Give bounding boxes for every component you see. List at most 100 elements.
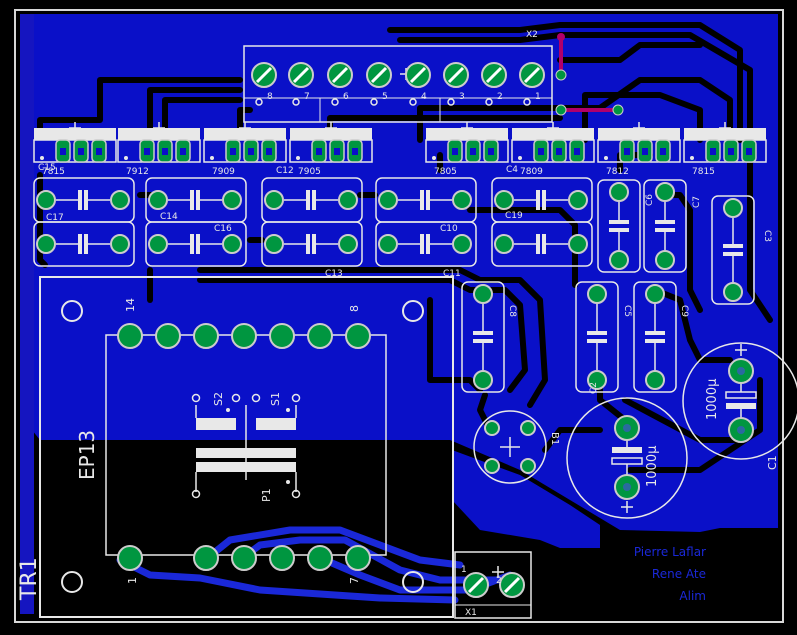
capacitor xyxy=(145,221,247,267)
big-cap-value: 1000µ xyxy=(645,446,660,487)
capacitor-plate xyxy=(723,252,743,256)
regulator-pin-hole xyxy=(624,148,630,155)
capacitor-plate xyxy=(190,190,194,210)
capacitor-plate xyxy=(609,220,629,224)
regulator-pin-hole xyxy=(660,148,666,155)
regulator-pin-hole xyxy=(556,148,562,155)
airwire-end xyxy=(557,33,565,41)
regulator-body xyxy=(511,139,595,163)
transformer-pin xyxy=(345,545,371,571)
regulator-body xyxy=(683,139,767,163)
x2-screw xyxy=(292,66,310,84)
capacitor xyxy=(633,281,677,393)
regulator-pin1-dot xyxy=(40,156,44,160)
transformer-pin xyxy=(155,323,181,349)
capacitor-plate xyxy=(420,234,424,254)
regulator: 7912 xyxy=(117,122,201,177)
copper-pour-lower xyxy=(452,450,600,548)
capacitor-outline xyxy=(261,221,363,267)
regulator-pin-hole xyxy=(470,148,476,155)
capacitor-plate xyxy=(196,234,200,254)
capacitor-outline xyxy=(575,281,619,393)
transformer-pin xyxy=(269,323,295,349)
label-c2: C2 xyxy=(589,382,599,394)
electrolytic-c2 xyxy=(566,397,688,519)
x2-pin-number: 3 xyxy=(459,92,465,102)
x2-screw xyxy=(331,66,349,84)
pin-1-label: 1 xyxy=(126,577,139,584)
capacitor-outline xyxy=(597,179,641,273)
capacitor-pad xyxy=(645,284,665,304)
regulator-label: 7815 xyxy=(42,167,65,177)
regulator-pin-hole xyxy=(248,148,254,155)
connector-x1 xyxy=(454,551,532,619)
regulator-pin-hole xyxy=(162,148,168,155)
capacitor-plate xyxy=(306,234,310,254)
capacitor-pad xyxy=(655,250,675,270)
capacitor-outline xyxy=(461,281,505,393)
regulator: 7812 xyxy=(597,122,681,177)
capacitor-pad xyxy=(723,282,743,302)
capacitor-pad xyxy=(452,234,472,254)
regulator-pin1-dot xyxy=(124,156,128,160)
x2-label: X2 xyxy=(526,30,538,40)
pin-8-label: 8 xyxy=(348,305,361,312)
capacitor-plate xyxy=(655,228,675,232)
capacitor-plate xyxy=(542,234,546,254)
s2-label: S2 xyxy=(212,392,225,406)
regulator-pin-hole xyxy=(574,148,580,155)
regulator-body xyxy=(289,139,373,163)
label-c12: C12 xyxy=(276,166,294,176)
capacitor-pad xyxy=(264,190,284,210)
author-line3: Alim xyxy=(679,589,706,603)
airwires xyxy=(559,38,618,112)
capacitor-pad xyxy=(568,190,588,210)
label-c8: C8 xyxy=(507,305,517,317)
capacitor-plate xyxy=(426,190,430,210)
capacitor-pad xyxy=(452,190,472,210)
capacitor-plate xyxy=(473,331,493,335)
x2-pin-number: 1 xyxy=(535,92,541,102)
transformer-pins xyxy=(117,323,371,571)
capacitor-pad xyxy=(645,370,665,390)
capacitor-pad xyxy=(338,190,358,210)
regulator-body xyxy=(597,139,681,163)
transformer-pin xyxy=(307,323,333,349)
capacitor-plate xyxy=(426,234,430,254)
label-c16: C16 xyxy=(214,224,232,234)
via xyxy=(612,104,624,116)
x2-pin-number: 7 xyxy=(304,92,310,102)
regulator-pin-hole xyxy=(352,148,358,155)
p1-label: P1 xyxy=(260,488,273,502)
capacitor-plate xyxy=(536,234,540,254)
capacitor-outline xyxy=(33,221,135,267)
x2-screw xyxy=(485,66,503,84)
transformer-pin xyxy=(307,545,333,571)
regulator-label: 7912 xyxy=(126,167,149,177)
regulator-pin-hole xyxy=(180,148,186,155)
x2-pin-number: 2 xyxy=(497,92,503,102)
regulator-pin-hole xyxy=(538,148,544,155)
capacitor xyxy=(145,177,247,223)
capacitor-plate xyxy=(312,234,316,254)
via xyxy=(555,69,567,81)
regulator-pin-hole xyxy=(746,148,752,155)
regulator-label: 7815 xyxy=(692,167,715,177)
capacitor-plate xyxy=(536,190,540,210)
capacitor-pad xyxy=(110,190,130,210)
x1-pin2-label: 2 xyxy=(496,576,502,586)
capacitor-pad xyxy=(587,284,607,304)
electrolytic-c1 xyxy=(682,342,797,460)
capacitor xyxy=(491,221,593,267)
regulator-pin-hole xyxy=(334,148,340,155)
capacitor-outline xyxy=(643,179,687,273)
capacitor-plate xyxy=(723,244,743,248)
x2-pin-number: 4 xyxy=(421,92,427,102)
copper-left-strip xyxy=(20,14,34,614)
capacitor-pad xyxy=(264,234,284,254)
via xyxy=(555,104,567,116)
capacitor-plate xyxy=(473,339,493,343)
x2-pin-number: 8 xyxy=(267,92,273,102)
capacitor-pad xyxy=(473,370,493,390)
capacitor xyxy=(461,281,505,393)
